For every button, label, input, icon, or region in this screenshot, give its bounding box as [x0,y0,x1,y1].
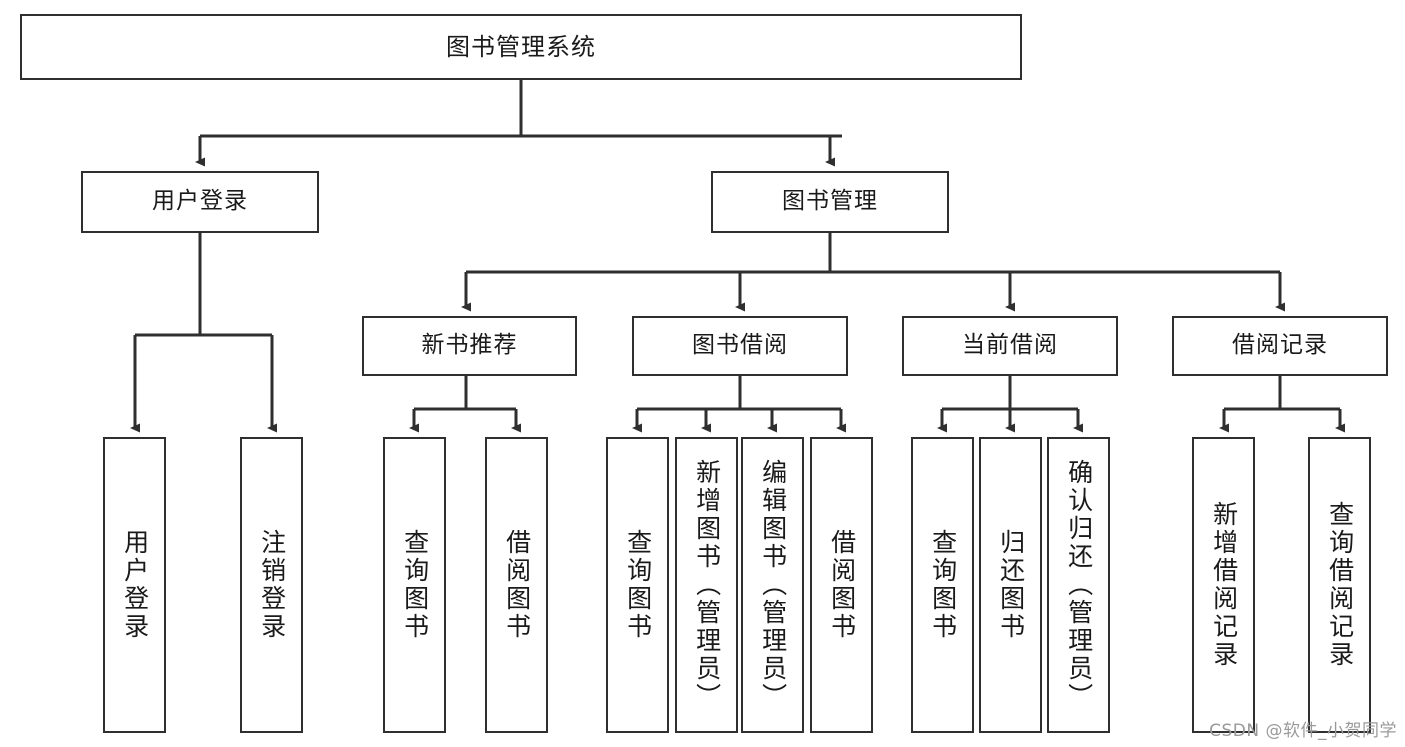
node-leaf-user-login[interactable]: 用户登录 [103,437,166,733]
node-borrow-record-label: 借阅记录 [1232,332,1328,359]
node-leaf-add-borrow-record[interactable]: 新增借阅记录 [1192,437,1255,733]
node-leaf-query-book-borrow[interactable]: 查询图书 [606,437,669,733]
node-book-borrow-label: 图书借阅 [692,332,788,359]
node-current-borrow-label: 当前借阅 [962,332,1058,359]
watermark-text: CSDN @软件_小贺同学 [1209,721,1397,741]
node-current-borrow[interactable]: 当前借阅 [902,316,1118,376]
node-leaf-query-book-rec-label: 查询图书 [400,529,430,641]
node-borrow-record[interactable]: 借阅记录 [1172,316,1388,376]
node-leaf-query-borrow-record-label: 查询借阅记录 [1325,501,1355,669]
node-leaf-add-book-admin[interactable]: 新增图书（管理员） [675,437,738,733]
node-leaf-add-borrow-record-label: 新增借阅记录 [1209,501,1239,669]
node-book-borrow[interactable]: 图书借阅 [632,316,848,376]
node-leaf-query-book-current-label: 查询图书 [928,529,958,641]
node-leaf-query-book-borrow-label: 查询图书 [623,529,653,641]
node-leaf-borrow-book[interactable]: 借阅图书 [810,437,873,733]
node-leaf-confirm-return-admin-label: 确认归还（管理员） [1064,459,1094,711]
node-leaf-borrow-book-rec-label: 借阅图书 [502,529,532,641]
node-new-book-rec[interactable]: 新书推荐 [362,316,577,376]
node-leaf-return-book[interactable]: 归还图书 [979,437,1042,733]
node-leaf-query-book-current[interactable]: 查询图书 [911,437,974,733]
node-user-login-label: 用户登录 [152,188,248,215]
node-leaf-logout[interactable]: 注销登录 [240,437,303,733]
node-leaf-confirm-return-admin[interactable]: 确认归还（管理员） [1047,437,1110,733]
node-new-book-rec-label: 新书推荐 [421,332,518,359]
node-leaf-borrow-book-rec[interactable]: 借阅图书 [485,437,548,733]
node-root[interactable]: 图书管理系统 [20,14,1022,80]
node-leaf-edit-book-admin-label: 编辑图书（管理员） [758,459,788,711]
node-leaf-return-book-label: 归还图书 [996,529,1026,641]
node-leaf-add-book-admin-label: 新增图书（管理员） [692,459,722,711]
node-root-label: 图书管理系统 [446,32,596,61]
node-user-login[interactable]: 用户登录 [81,171,319,233]
node-leaf-query-borrow-record[interactable]: 查询借阅记录 [1308,437,1371,733]
node-leaf-query-book-rec[interactable]: 查询图书 [383,437,446,733]
node-leaf-borrow-book-label: 借阅图书 [827,529,857,641]
node-leaf-logout-label: 注销登录 [257,529,287,641]
node-leaf-edit-book-admin[interactable]: 编辑图书（管理员） [741,437,804,733]
node-leaf-user-login-label: 用户登录 [120,529,150,641]
node-book-manage[interactable]: 图书管理 [711,171,949,233]
node-book-manage-label: 图书管理 [782,188,878,215]
